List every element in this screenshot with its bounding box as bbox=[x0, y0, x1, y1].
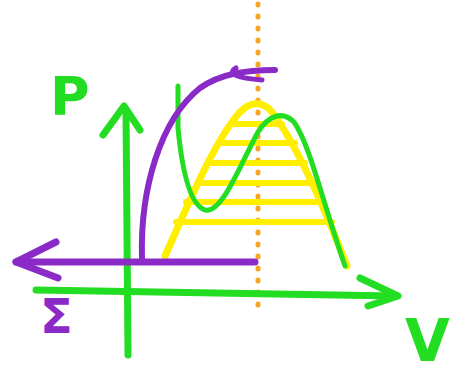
axis-label: P bbox=[50, 70, 90, 124]
isotherm-curve bbox=[178, 86, 345, 266]
symbol-label: Σ bbox=[40, 292, 73, 340]
v-axis bbox=[36, 290, 396, 296]
v-axis-arrow bbox=[360, 278, 398, 306]
purple-arrow bbox=[16, 259, 255, 266]
p-axis bbox=[126, 112, 128, 355]
purple-arrow-head bbox=[16, 242, 58, 278]
p-axis-arrow bbox=[103, 106, 140, 135]
purple-curve bbox=[142, 70, 275, 258]
purple-curve-tip bbox=[232, 68, 262, 80]
axis-label: V bbox=[405, 312, 450, 370]
